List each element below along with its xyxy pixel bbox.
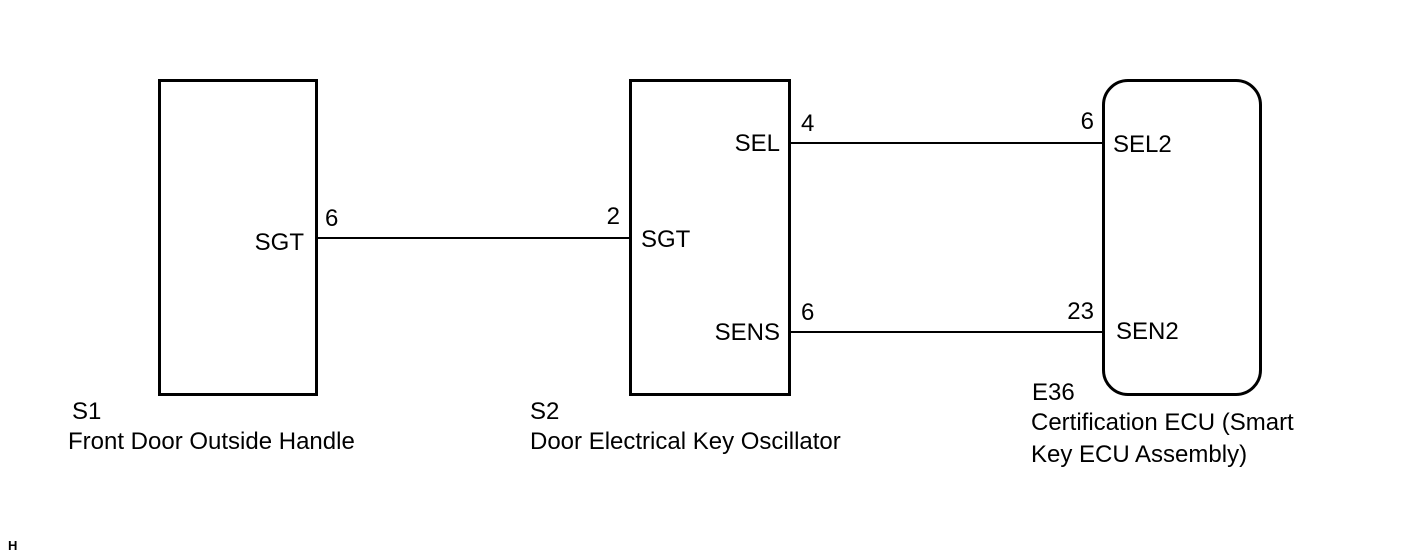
- s2-terminal-sgt-pin: 2: [606, 203, 620, 230]
- e36-name-line1: Certification ECU (Smart: [1031, 409, 1294, 436]
- e36-terminal-sen2-pin: 23: [1067, 298, 1094, 325]
- e36-name-line2: Key ECU Assembly): [1031, 441, 1248, 468]
- s2-code: S2: [530, 398, 560, 425]
- corner-mark: H: [8, 538, 18, 553]
- s2-terminal-sgt-label: SGT: [641, 226, 691, 253]
- wire-sgt: [318, 237, 629, 239]
- s1-component-box: [158, 79, 318, 396]
- s2-name: Door Electrical Key Oscillator: [530, 428, 841, 455]
- e36-component-box: [1102, 79, 1262, 396]
- e36-terminal-sen2-label: SEN2: [1116, 318, 1179, 345]
- s1-code: S1: [72, 398, 102, 425]
- s2-component-box: [629, 79, 791, 396]
- e36-terminal-sel2-label: SEL2: [1113, 131, 1172, 158]
- s1-name: Front Door Outside Handle: [68, 428, 355, 455]
- s2-terminal-sel-pin: 4: [801, 110, 815, 137]
- wire-sens: [791, 331, 1102, 333]
- s1-terminal-sgt-pin: 6: [325, 205, 339, 232]
- e36-code: E36: [1032, 379, 1075, 406]
- e36-terminal-sel2-pin: 6: [1080, 108, 1094, 135]
- s2-terminal-sens-label: SENS: [714, 319, 780, 346]
- s2-terminal-sens-pin: 6: [801, 299, 815, 326]
- wire-sel: [791, 142, 1102, 144]
- s2-terminal-sel-label: SEL: [734, 130, 780, 157]
- s1-terminal-sgt-label: SGT: [254, 229, 304, 256]
